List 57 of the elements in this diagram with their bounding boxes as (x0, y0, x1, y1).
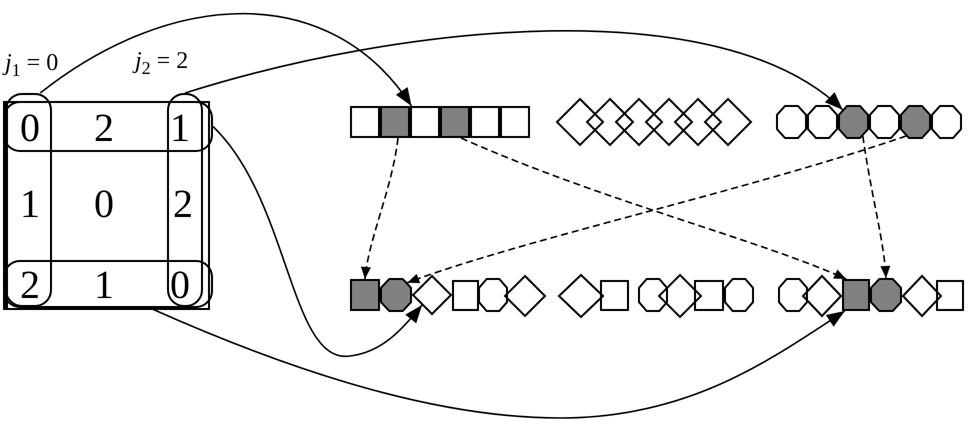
octagon-symbol (931, 105, 962, 139)
matrix-entry: 2 (173, 189, 193, 219)
curved-arrow (212, 126, 423, 357)
matrix-entry: 0 (20, 113, 40, 143)
dashed-arrow (460, 137, 847, 280)
octagon-symbol (838, 105, 869, 139)
square-symbol (600, 280, 629, 311)
diamond-symbol (802, 275, 842, 317)
diamond-symbol (558, 274, 604, 318)
matrix-entry: 1 (94, 270, 114, 300)
diamond-symbol (615, 98, 664, 146)
square-symbol (936, 280, 964, 311)
square-symbol (350, 106, 380, 138)
diamond-symbol (556, 98, 604, 146)
dashed-arrow (361, 138, 399, 280)
square-symbol (470, 106, 500, 138)
diamond-symbol (674, 98, 722, 146)
matrix-entry: 0 (170, 270, 190, 300)
octagon-symbol (778, 278, 808, 312)
square-symbol (500, 106, 530, 138)
diamond-symbol (644, 98, 693, 146)
octagon-symbol (869, 105, 900, 139)
matrix-entry: 1 (170, 113, 190, 143)
square-symbol (380, 106, 410, 138)
square-symbol (350, 279, 380, 311)
matrix-entry: 2 (20, 270, 40, 300)
octagon-symbol (478, 278, 508, 312)
dashed-arrow (862, 136, 890, 278)
octagon-symbol (776, 105, 807, 139)
square-symbol (440, 106, 470, 138)
octagon-symbol (900, 105, 931, 139)
square-symbol (410, 106, 440, 138)
square-symbol (842, 279, 870, 311)
diamond-symbol (504, 275, 546, 317)
curved-arrow (184, 30, 844, 110)
matrix-entry: 1 (20, 189, 40, 219)
diamond-symbol (412, 275, 452, 315)
octagon-symbol (807, 105, 838, 139)
diamond-symbol (658, 274, 702, 318)
index-label: j$_{2}$ = 2 (130, 48, 190, 74)
matrix-entry: 2 (94, 113, 114, 143)
index-label: j$_{1}$ = 0 (0, 50, 60, 76)
square-symbol (452, 280, 479, 311)
octagon-symbol (724, 278, 754, 312)
matrix-entry: 0 (94, 189, 114, 219)
diamond-symbol (902, 275, 942, 317)
diamond-symbol (586, 98, 634, 146)
curved-arrow (150, 307, 846, 419)
curved-arrow (40, 12, 412, 106)
octagon-symbol (870, 278, 902, 312)
square-symbol (694, 280, 724, 311)
diamond-symbol (704, 98, 752, 146)
octagon-symbol (380, 278, 412, 312)
dashed-arrow (406, 135, 906, 284)
octagon-symbol (638, 278, 668, 312)
column-highlight (5, 93, 52, 307)
column-highlight (167, 93, 203, 307)
